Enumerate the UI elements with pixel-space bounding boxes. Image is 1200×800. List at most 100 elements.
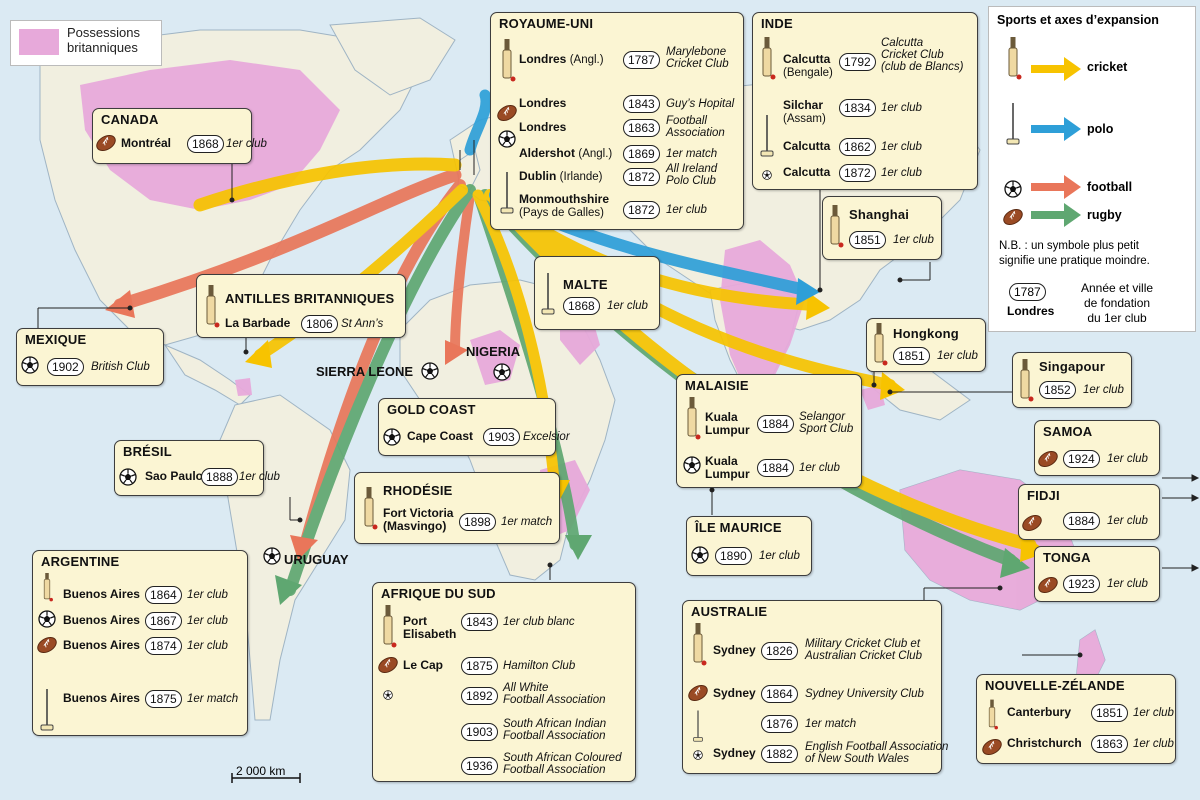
box-title: SAMOA	[1043, 424, 1093, 439]
box-australie: AUSTRALIE Sydney 1826 Military Cricket C…	[682, 600, 948, 774]
box-title: ANTILLES BRITANNIQUES	[225, 291, 395, 306]
box-malte: MALTE 1868 1er club	[534, 256, 660, 330]
box-title: FIDJI	[1027, 488, 1060, 503]
year-badge: 1890	[715, 547, 752, 565]
year-badge: 1869	[623, 145, 660, 163]
football-icon	[421, 362, 439, 380]
year-badge: 1862	[839, 138, 876, 156]
box-goldcoast: GOLD COAST Cape Coast 1903 Excelsior	[378, 398, 570, 456]
box-antilles: ANTILLES BRITANNIQUES La Barbade 1806 St…	[196, 274, 406, 338]
box-title: ARGENTINE	[41, 554, 120, 569]
year-badge: 1875	[145, 690, 182, 708]
box-title: BRÉSIL	[123, 444, 172, 459]
year-badge: 1892	[461, 687, 498, 705]
scale-label: 2 000 km	[236, 764, 286, 778]
box-title: MALTE	[563, 277, 608, 292]
year-badge: 1924	[1063, 450, 1100, 468]
year-badge: 1936	[461, 757, 498, 775]
box-title: MEXIQUE	[25, 332, 87, 347]
year-badge: 1868	[563, 297, 600, 315]
inde-symbols	[760, 36, 776, 180]
year-badge: 1863	[1091, 735, 1128, 753]
possessions-label-line1: Possessions	[67, 25, 140, 40]
year-badge: 1876	[761, 715, 798, 733]
year-badge: 1902	[47, 358, 84, 376]
year-badge: 1863	[623, 119, 660, 137]
year-badge: 1843	[623, 95, 660, 113]
box-singapour: Singapour 1852 1er club	[1012, 352, 1132, 408]
box-royaume-uni: ROYAUME-UNI Londres (Angl.) 1787 Maryleb…	[490, 12, 744, 230]
year-badge: 1787	[623, 51, 660, 69]
legend-cricket: cricket	[1087, 60, 1128, 74]
legend-polo: polo	[1087, 122, 1114, 136]
year-badge: 1851	[849, 231, 886, 249]
label-uruguay: URUGUAY	[284, 552, 349, 567]
year-badge: 1903	[461, 723, 498, 741]
year-badge: 1884	[757, 459, 794, 477]
box-fidji: FIDJI 1884 1er club	[1018, 484, 1160, 540]
box-samoa: SAMOA 1924 1er club	[1034, 420, 1160, 476]
box-title: NOUVELLE-ZÉLANDE	[985, 678, 1125, 693]
year-badge: 1843	[461, 613, 498, 631]
legend-sample-year: 1787	[1009, 283, 1046, 301]
possessions-legend: Possessions britanniques	[10, 20, 162, 66]
year-badge: 1872	[839, 164, 876, 182]
box-bresil: BRÉSIL Sao Paulo 1888 1er club	[114, 440, 280, 496]
box-title: GOLD COAST	[387, 402, 476, 417]
uk-symbols	[497, 39, 517, 214]
year-badge: 1888	[201, 468, 238, 486]
year-badge: 1874	[145, 637, 182, 655]
year-badge: 1884	[757, 415, 794, 433]
label-sierra-leone: SIERRA LEONE	[316, 364, 414, 379]
legend-sample-city: Londres	[1007, 304, 1055, 318]
year-badge: 1851	[1091, 704, 1128, 722]
year-badge: 1851	[893, 347, 930, 365]
football-icon	[263, 547, 281, 565]
box-argentine: ARGENTINE Buenos Aires 1864 1er club Bue…	[32, 550, 248, 736]
year-badge: 1867	[145, 612, 182, 630]
box-title: CANADA	[101, 112, 159, 127]
box-ile-maurice: ÎLE MAURICE 1890 1er club	[686, 516, 812, 576]
box-nouvelle-zelande: NOUVELLE-ZÉLANDE Canterbury 1851 1er clu…	[976, 674, 1176, 764]
year-badge: 1864	[761, 685, 798, 703]
box-title: INDE	[761, 16, 793, 31]
box-hongkong: Hongkong 1851 1er club	[866, 318, 986, 372]
box-shanghai: Shanghai 1851 1er club	[822, 196, 942, 260]
year-badge: 1826	[761, 642, 798, 660]
box-title: ROYAUME-UNI	[499, 16, 594, 31]
box-title: MALAISIE	[685, 378, 749, 393]
year-badge: 1868	[187, 135, 224, 153]
box-title: AFRIQUE DU SUD	[381, 586, 496, 601]
year-badge: 1792	[839, 53, 876, 71]
legend-title: Sports et axes d’expansion	[997, 13, 1159, 27]
legend-football: football	[1087, 180, 1133, 194]
box-canada: CANADA Montréal 1868 1er club	[92, 108, 267, 164]
sports-legend: Sports et axes d’expansion cricket polo …	[988, 6, 1196, 332]
year-badge: 1872	[623, 168, 660, 186]
box-title: Singapour	[1039, 359, 1106, 374]
year-badge: 1852	[1039, 381, 1076, 399]
football-icon	[493, 363, 511, 381]
legend-symbols	[1000, 36, 1081, 229]
year-badge: 1834	[839, 99, 876, 117]
year-badge: 1882	[761, 745, 798, 763]
year-badge: 1864	[145, 586, 182, 604]
box-title: AUSTRALIE	[691, 604, 768, 619]
box-rhodesie: RHODÉSIE Fort Victoria(Masvingo) 1898 1e…	[354, 472, 560, 544]
box-title: RHODÉSIE	[383, 483, 453, 498]
year-badge: 1806	[301, 315, 338, 333]
box-tonga: TONGA 1923 1er club	[1034, 546, 1160, 602]
year-badge: 1884	[1063, 512, 1100, 530]
year-badge: 1898	[459, 513, 496, 531]
box-title: TONGA	[1043, 550, 1091, 565]
label-nigeria: NIGERIA	[466, 344, 521, 359]
box-mexique: MEXIQUE 1902 British Club	[16, 328, 164, 386]
box-title: ÎLE MAURICE	[695, 520, 782, 535]
box-title: Hongkong	[893, 326, 959, 341]
year-badge: 1923	[1063, 575, 1100, 593]
